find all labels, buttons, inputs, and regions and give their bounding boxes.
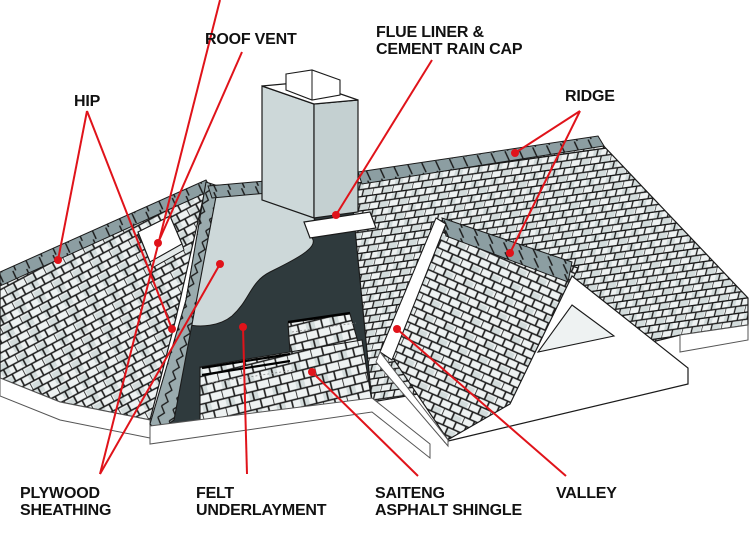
callout-line-roof-vent (157, 51, 243, 244)
callout-line-ridge-main (514, 110, 581, 154)
callout-dots (54, 149, 519, 376)
callout-line-plywood (99, 0, 221, 475)
callout-dot-flue-liner (332, 211, 340, 219)
callout-dot-felt (239, 323, 247, 331)
callout-line-shingle (311, 371, 419, 477)
callout-dot-hip-front (168, 325, 176, 333)
label-ridge: RIDGE (565, 88, 615, 105)
chimney (261, 69, 377, 239)
callout-line-felt (242, 326, 248, 475)
label-plywood-sheathing: PLYWOOD SHEATHING (20, 485, 112, 519)
dormer (375, 217, 689, 448)
callout-dot-valley (393, 325, 401, 333)
callout-dot-ridge-dormer (506, 249, 514, 257)
dormer-gable-window (536, 304, 616, 353)
callout-line-valley (396, 328, 567, 477)
label-hip: HIP (74, 93, 101, 110)
callout-dot-hip-left (54, 256, 62, 264)
dormer-valley-flashing (379, 217, 447, 361)
label-valley: VALLEY (556, 485, 617, 502)
cement-rain-cap (303, 211, 377, 239)
callout-lines (57, 0, 581, 477)
dormer-ridge-cap (441, 217, 573, 283)
label-felt-underlayment: FELT UNDERLAYMENT (196, 485, 327, 519)
callout-line-hip-left (57, 110, 88, 261)
callout-dot-plywood (216, 260, 224, 268)
label-flue-liner-rain-cap: FLUE LINER & CEMENT RAIN CAP (376, 24, 523, 58)
label-roof-vent: ROOF VENT (205, 31, 297, 48)
callout-line-ridge-dormer (509, 110, 581, 254)
main-ridge-cap (357, 135, 605, 185)
callout-dot-ridge-main (511, 149, 519, 157)
dormer-gable (443, 275, 689, 443)
callout-dot-shingle (308, 368, 316, 376)
label-asphalt-shingle: SAITENG ASPHALT SHINGLE (375, 485, 522, 519)
callout-dot-roof-vent (154, 239, 162, 247)
callout-line-hip-front (86, 110, 173, 330)
front-eave-fascia (149, 397, 431, 460)
callout-line-flue-liner (335, 59, 433, 216)
